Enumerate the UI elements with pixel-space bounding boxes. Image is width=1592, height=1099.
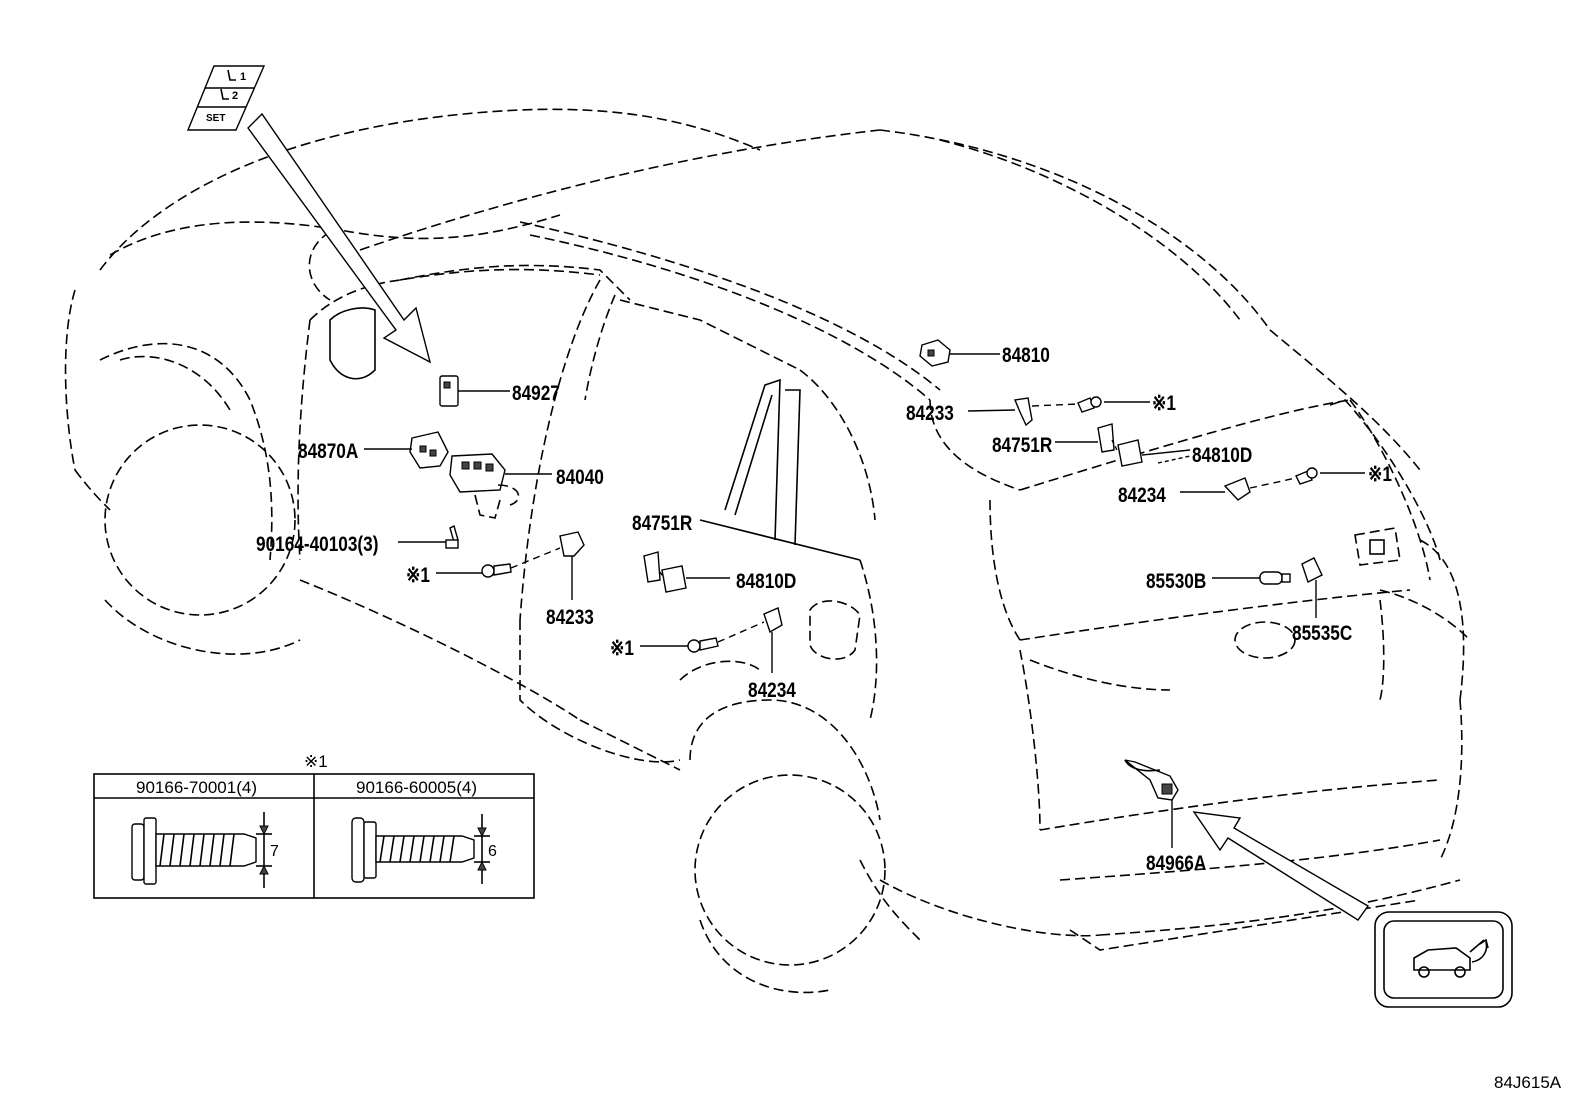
switch-84040-icon (449, 453, 520, 519)
power-back-door-inset (1374, 911, 1513, 1008)
screw-top-icon (1077, 396, 1102, 413)
seat-set-label: SET (206, 113, 225, 124)
table-col2-part: 90166-60005(4) (356, 778, 477, 797)
seat-button-1-label: 1 (240, 71, 246, 83)
bulb-85530B-icon (1259, 571, 1291, 585)
switch-84810D-right-icon (1117, 439, 1143, 467)
fastener-table: ※1 90166-70001(4) 90166-60005(4) 7 (93, 752, 535, 899)
seat-icon-2 (220, 88, 229, 100)
bracket-84233-lower-icon (559, 531, 585, 557)
part-labels: 84810 84233 ※1 84751R 84810D 84234 ※1 85… (256, 345, 1392, 876)
arrow-to-front-door (247, 112, 432, 364)
label-84233-lower: 84233 (546, 607, 594, 630)
seat-memory-switch: 1 2 SET (186, 65, 266, 131)
label-note-mid: ※1 (610, 638, 634, 661)
leader-lines (364, 353, 1365, 848)
table-note-symbol: ※1 (304, 752, 328, 771)
screw-mid-icon (687, 637, 719, 653)
table-col1-dim: 7 (270, 843, 279, 860)
arrow-to-rear-bumper (1192, 811, 1370, 921)
table-col2-dim: 6 (488, 843, 497, 860)
screw-left-icon (481, 563, 512, 578)
label-84810D-right: 84810D (1192, 445, 1252, 468)
label-84234-lower: 84234 (748, 680, 796, 703)
label-84751R-right: 84751R (992, 435, 1052, 458)
switch-84870A-icon (409, 431, 449, 469)
label-84751R-mid: 84751R (632, 513, 692, 536)
switch-84810D-mid-icon (661, 565, 687, 593)
label-84810D-mid: 84810D (736, 571, 796, 594)
label-85535C: 85535C (1292, 623, 1352, 646)
socket-85535C-icon (1301, 557, 1323, 583)
label-84870A: 84870A (298, 441, 358, 464)
screw-right-icon (1295, 467, 1318, 485)
seat-button-2-label: 2 (232, 90, 238, 102)
bracket-84233-top-icon (1014, 397, 1033, 427)
bracket-84234-right-icon (1223, 477, 1251, 501)
vehicle-hatch-icon (1413, 938, 1489, 978)
label-84233-top: 84233 (906, 403, 954, 426)
label-84234-right: 84234 (1118, 485, 1166, 508)
vehicle-body-outline (64, 108, 1471, 994)
label-note-right: ※1 (1368, 464, 1392, 487)
switch-84810-icon (919, 339, 951, 367)
bracket-84234-lower-icon (763, 607, 783, 634)
label-84040: 84040 (556, 467, 604, 490)
seat-icon-1 (227, 69, 236, 81)
bolt-90166-70001-icon (131, 812, 272, 888)
label-84966A: 84966A (1146, 853, 1206, 876)
screw-90164-icon (445, 524, 459, 549)
parts-glyphs (409, 339, 1323, 801)
switch-84751R-mid-icon (643, 551, 661, 583)
label-84810: 84810 (1002, 345, 1050, 368)
switch-84751R-right-icon (1097, 423, 1115, 453)
label-note-top: ※1 (1152, 393, 1176, 416)
label-note-left: ※1 (406, 565, 430, 588)
table-col1-part: 90166-70001(4) (136, 778, 257, 797)
label-85530B: 85530B (1146, 571, 1206, 594)
label-90164-40103: 90164-40103(3) (256, 534, 378, 557)
bolt-90166-60005-icon (351, 814, 490, 884)
label-84927: 84927 (512, 383, 560, 406)
switch-84966A-icon (1124, 759, 1179, 801)
switch-84927-icon (439, 375, 459, 407)
diagram-code: 84J615A (1494, 1073, 1562, 1092)
